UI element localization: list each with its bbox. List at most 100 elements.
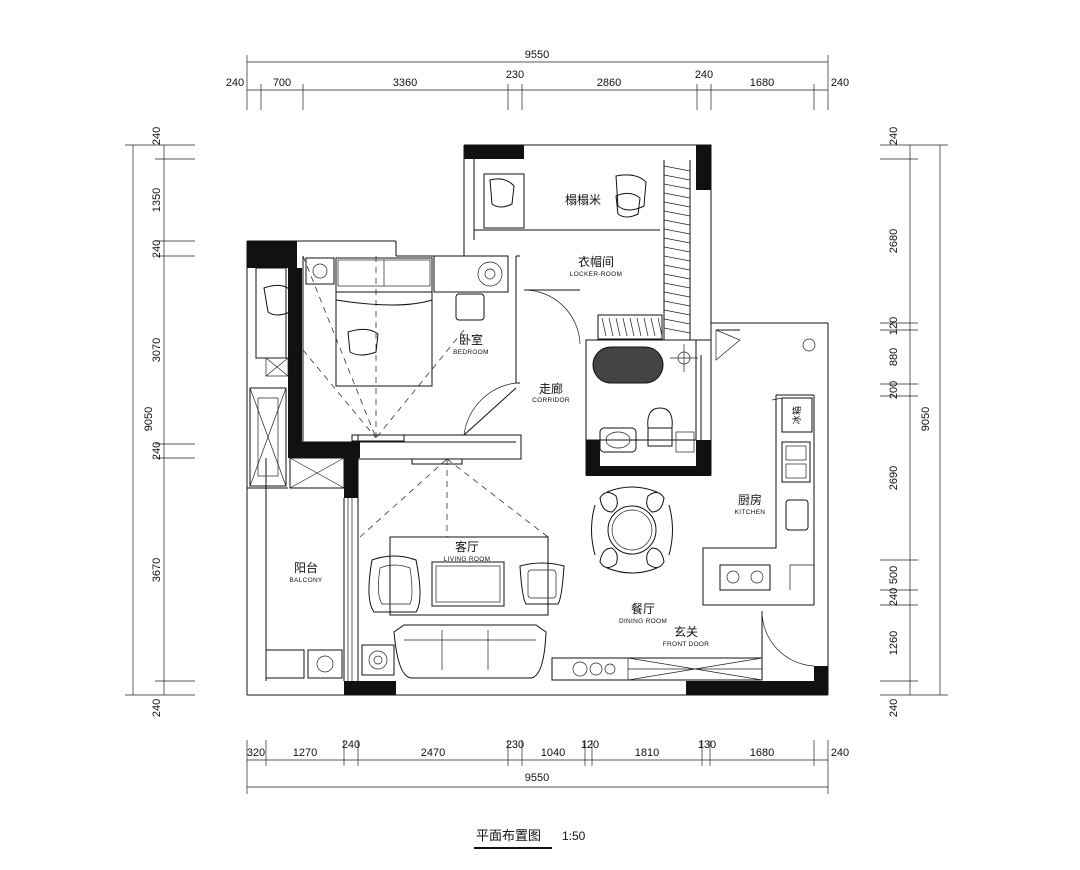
dim-label: 120: [888, 317, 900, 335]
carpet: [389, 536, 549, 616]
tatami-and-locker: [483, 160, 691, 340]
corridor-label-en: CORRIDOR: [532, 397, 570, 404]
hanger-mark: [622, 317, 628, 337]
entry-label-en: FRONT DOOR: [663, 641, 710, 648]
dim-label: 3360: [393, 77, 417, 89]
hanger-mark: [663, 318, 691, 325]
dim-label: 1680: [750, 747, 774, 759]
drawing-scale: 1:50: [562, 829, 586, 843]
living-room-furniture: [359, 458, 565, 679]
bedroom-label: 卧室: [459, 332, 483, 347]
stove: [719, 564, 771, 591]
dining-table: [591, 486, 673, 574]
dim-label: 130: [698, 739, 716, 751]
dim-label: 700: [273, 77, 291, 89]
kitchen-label: 厨房: [738, 492, 762, 507]
entry-label: 玄关: [674, 624, 698, 639]
hanger-mark: [608, 317, 614, 337]
room-labels: 榻榻米 衣帽间 LOCKER-ROOM 卧室 BEDROOM 走廊 CORRID…: [289, 193, 802, 648]
dim-label: 240: [888, 127, 900, 145]
top-dimensions: 9550 240 700 3360 230 2860 240 1680 240: [226, 49, 849, 110]
balcony-label-en: BALCONY: [289, 577, 323, 584]
dim-label: 2470: [421, 747, 445, 759]
sink: [781, 441, 811, 483]
hanger-mark: [663, 309, 691, 316]
dim-label: 230: [506, 739, 524, 751]
hanger-mark: [663, 291, 691, 298]
bathroom-fixtures: [592, 344, 698, 453]
desk: [433, 255, 509, 293]
left-dimensions: 9050 240 1350 240 3070 240 3670 240: [125, 127, 195, 717]
dim-label: 240: [342, 739, 360, 751]
hanger-mark: [663, 300, 691, 307]
hanger-mark: [657, 317, 663, 337]
hanger-mark: [663, 264, 691, 271]
living-room-label: 客厅: [455, 539, 479, 554]
dim-label: 120: [581, 739, 599, 751]
dim-label: 1260: [888, 631, 900, 655]
bedroom-label-en: BEDROOM: [453, 349, 489, 356]
hanger-mark: [663, 327, 691, 334]
armchair: [519, 562, 565, 605]
shoe-cabinet: [551, 657, 763, 681]
locker-room-label-en: LOCKER-ROOM: [570, 271, 622, 278]
hanger-mark: [663, 174, 691, 181]
dim-label: 240: [151, 240, 163, 258]
dim-label: 2680: [888, 229, 900, 253]
bedroom-furniture: [255, 255, 509, 442]
dim-label: 1040: [541, 747, 565, 759]
hanger-mark: [663, 219, 691, 226]
dim-label: 240: [151, 442, 163, 460]
dining-room-label-en: DINING ROOM: [619, 618, 667, 625]
hanger-mark: [601, 317, 607, 337]
balcony-furniture: [249, 387, 353, 681]
dim-label: 240: [888, 588, 900, 606]
hanger-mark: [615, 317, 621, 337]
hanger-mark: [663, 165, 691, 172]
dim-label: 240: [151, 699, 163, 717]
dim-label: 230: [506, 69, 524, 81]
dim-label: 1350: [151, 188, 163, 212]
fridge-label: 冰箱: [791, 406, 802, 425]
dim-label: 1270: [293, 747, 317, 759]
dim-label: 240: [151, 127, 163, 145]
dim-label: 240: [831, 747, 849, 759]
armchair: [368, 555, 421, 613]
coffee-table: [431, 561, 505, 607]
right-total-dim: 9050: [920, 407, 932, 431]
dining-room-label: 餐厅: [631, 601, 655, 616]
wash-basin: [599, 427, 637, 453]
dim-label: 1810: [635, 747, 659, 759]
hanger-mark: [663, 201, 691, 208]
tatami-label: 榻榻米: [565, 193, 601, 207]
top-total-dim: 9550: [525, 49, 549, 61]
side-table: [361, 644, 395, 676]
chair: [455, 293, 485, 321]
dim-label: 1680: [750, 77, 774, 89]
kitchen-label-en: KITCHEN: [735, 509, 766, 516]
hanger-mark: [663, 237, 691, 244]
hanger-mark: [636, 317, 642, 337]
front-door: [761, 610, 815, 667]
bed: [335, 257, 433, 387]
hanger-mark: [650, 317, 656, 337]
dim-label: 3670: [151, 558, 163, 582]
corridor-doors: [463, 289, 581, 436]
sofa: [393, 624, 547, 679]
hanger-mark: [663, 210, 691, 217]
toilet: [647, 407, 673, 429]
hanger-mark: [663, 273, 691, 280]
bottom-dimensions: 320 1270 240 2470 230 1040 120 1810 130 …: [246, 739, 849, 794]
dim-label: 240: [831, 77, 849, 89]
locker-room-label: 衣帽间: [578, 254, 614, 269]
hanger-mark: [629, 317, 635, 337]
dim-label: 200: [888, 381, 900, 399]
dim-label: 500: [888, 566, 900, 584]
dim-label: 240: [695, 69, 713, 81]
hanger-mark: [663, 228, 691, 235]
hanger-mark: [663, 255, 691, 262]
balcony-label: 阳台: [294, 560, 318, 575]
drawing-title-text: 平面布置图: [476, 829, 541, 844]
hanger-mark: [663, 192, 691, 199]
